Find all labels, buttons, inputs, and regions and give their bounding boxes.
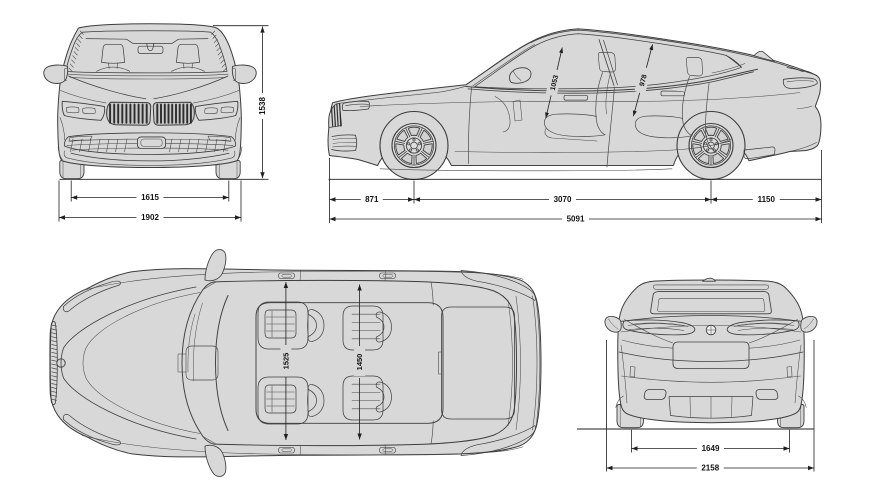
svg-text:3070: 3070	[554, 195, 572, 204]
svg-text:1615: 1615	[141, 193, 159, 202]
svg-text:2158: 2158	[701, 464, 719, 473]
svg-text:871: 871	[365, 195, 379, 204]
svg-text:1902: 1902	[141, 213, 159, 222]
svg-text:1150: 1150	[758, 195, 776, 204]
svg-text:1649: 1649	[702, 444, 720, 453]
svg-text:1525: 1525	[282, 353, 291, 370]
svg-text:978: 978	[639, 74, 649, 87]
svg-text:5091: 5091	[567, 215, 585, 224]
svg-text:1053: 1053	[550, 74, 560, 91]
svg-text:1538: 1538	[258, 97, 267, 115]
svg-text:1450: 1450	[355, 354, 364, 371]
